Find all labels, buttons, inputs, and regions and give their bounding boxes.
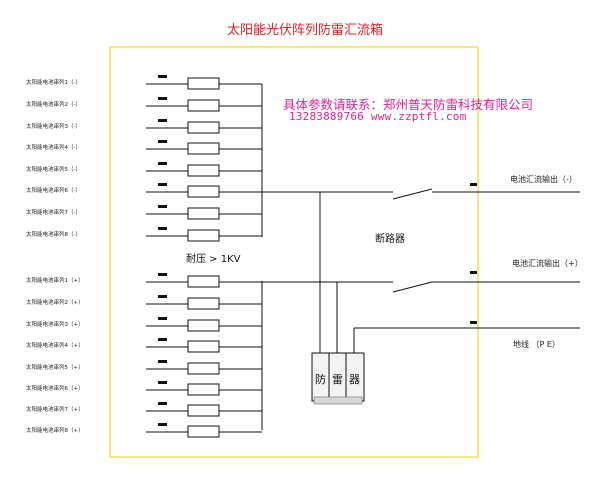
input-strings bbox=[146, 75, 262, 438]
terminal-positive-7 bbox=[158, 402, 167, 405]
voltage-rating: 耐压 > 1KV bbox=[186, 254, 241, 265]
input-label-positive-4: 太阳能电池串列4（+） bbox=[26, 343, 84, 349]
fuse-positive-3 bbox=[187, 319, 220, 332]
input-label-positive-5: 太阳能电池串列5（+） bbox=[26, 365, 84, 371]
contact-phone-web: 13283889766 www.zzptfl.com bbox=[289, 110, 467, 123]
input-label-positive-7: 太阳能电池串列7（+） bbox=[26, 407, 84, 413]
breaker-label: 断路器 bbox=[375, 234, 405, 245]
terminal-negative-1 bbox=[158, 75, 167, 78]
terminal-negative-5 bbox=[158, 162, 167, 165]
fuse-negative-3 bbox=[187, 121, 220, 134]
arrester-char-2: 雷 bbox=[332, 373, 343, 386]
output-negative-label: 电池汇流输出（-） bbox=[510, 175, 577, 184]
fuse-negative-5 bbox=[187, 164, 220, 177]
terminal-positive bbox=[470, 271, 477, 274]
input-label-positive-8: 太阳能电池串列8（+） bbox=[26, 428, 84, 434]
input-label-negative-1: 太阳能电池串列1（-） bbox=[26, 80, 81, 86]
fuse-positive-2 bbox=[187, 297, 220, 310]
input-label-negative-3: 太阳能电池串列3（-） bbox=[26, 124, 81, 130]
terminal-positive-3 bbox=[158, 317, 167, 320]
terminal-negative-4 bbox=[158, 140, 167, 143]
terminal-negative bbox=[470, 183, 477, 186]
terminal-positive-5 bbox=[158, 360, 167, 363]
input-label-positive-6: 太阳能电池串列6（+） bbox=[26, 386, 84, 392]
terminal-negative-7 bbox=[158, 205, 167, 208]
diagram-title: 太阳能光伏阵列防雷汇流箱 bbox=[226, 23, 383, 38]
breaker-contact-negative bbox=[392, 188, 433, 200]
terminal-positive-8 bbox=[158, 423, 167, 426]
fuse-positive-7 bbox=[187, 404, 220, 417]
contact-info: 具体参数请联系：郑州普天防雷科技有限公司 bbox=[283, 97, 534, 112]
input-label-negative-8: 太阳能电池串列8（-） bbox=[26, 232, 81, 238]
fuse-negative-8 bbox=[187, 229, 220, 242]
fuse-negative-7 bbox=[187, 207, 220, 220]
input-label-negative-2: 太阳能电池串列2（-） bbox=[26, 102, 81, 108]
arrester-char-1: 防 bbox=[315, 373, 326, 386]
terminal-positive-2 bbox=[158, 295, 167, 298]
fuse-negative-4 bbox=[187, 142, 220, 155]
fuse-positive-4 bbox=[187, 340, 220, 353]
input-label-positive-2: 太阳能电池串列2（+） bbox=[26, 300, 84, 306]
output-positive-label: 电池汇流输出（+） bbox=[512, 259, 583, 268]
arrester-char-3: 器 bbox=[349, 373, 360, 386]
terminal-ground bbox=[470, 321, 477, 324]
enclosure-box bbox=[109, 46, 479, 458]
surge-arrester-module bbox=[311, 352, 365, 405]
terminal-positive-6 bbox=[158, 381, 167, 384]
terminal-negative-6 bbox=[158, 183, 167, 186]
breaker-contact-positive bbox=[392, 281, 433, 293]
fuse-positive-5 bbox=[187, 362, 220, 375]
fuse-positive-6 bbox=[187, 383, 220, 396]
fuse-positive-8 bbox=[187, 425, 220, 438]
terminal-positive-1 bbox=[158, 273, 167, 276]
ground-label: 地线 （P E） bbox=[513, 340, 560, 349]
input-label-negative-6: 太阳能电池串列6（-） bbox=[26, 188, 81, 194]
input-label-positive-1: 太阳能电池串列1（+） bbox=[26, 278, 84, 284]
fuse-negative-2 bbox=[187, 99, 220, 112]
terminal-positive-4 bbox=[158, 338, 167, 341]
terminal-negative-2 bbox=[158, 97, 167, 100]
fuse-negative-6 bbox=[187, 185, 220, 198]
input-label-negative-5: 太阳能电池串列5（-） bbox=[26, 167, 81, 173]
input-label-negative-7: 太阳能电池串列7（-） bbox=[26, 210, 81, 216]
input-label-positive-3: 太阳能电池串列3（+） bbox=[26, 322, 84, 328]
fuse-positive-1 bbox=[187, 275, 220, 288]
input-label-negative-4: 太阳能电池串列4（-） bbox=[26, 145, 81, 151]
fuse-negative-1 bbox=[187, 77, 220, 90]
terminal-negative-3 bbox=[158, 119, 167, 122]
terminal-negative-8 bbox=[158, 227, 167, 230]
